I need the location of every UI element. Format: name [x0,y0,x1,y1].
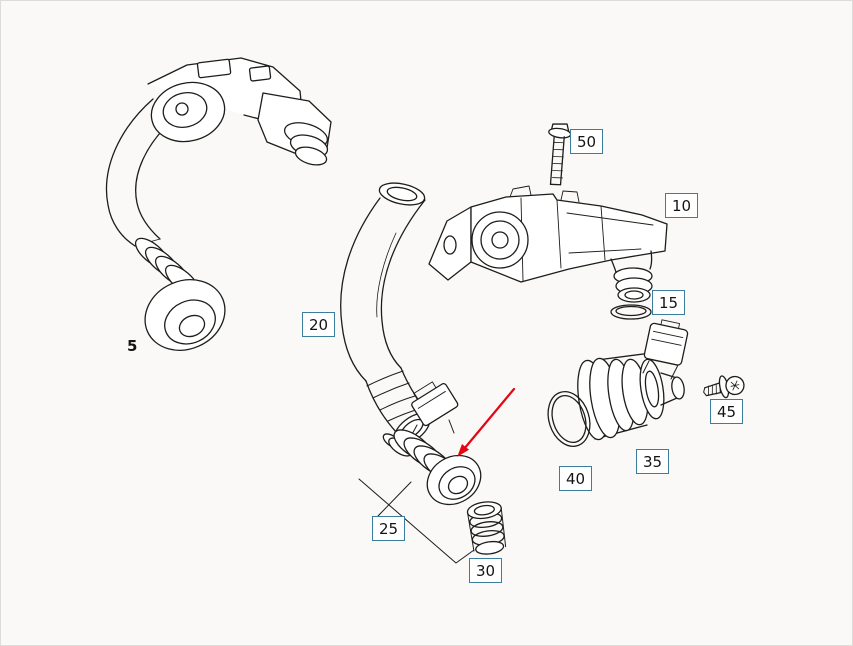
callout-25[interactable]: 25 [372,516,405,541]
part-10-vent-housing [428,185,668,303]
part-5-breather-assembly [105,57,332,351]
callout-35[interactable]: 35 [636,449,669,474]
callout-5[interactable]: 5 [127,336,138,355]
part-45-screw [703,375,745,399]
callout-20[interactable]: 20 [302,312,335,337]
callout-15[interactable]: 15 [652,290,685,315]
callout-10[interactable]: 10 [665,193,698,218]
part-30-grommet [466,501,507,555]
part-15-sealing-ring [610,304,652,320]
pointer-arrow [457,387,516,457]
callout-50[interactable]: 50 [570,129,603,154]
callout-30[interactable]: 30 [469,558,502,583]
callout-40[interactable]: 40 [559,466,592,491]
part-35-valve [577,319,689,441]
part-50-bolt [548,123,572,186]
part-40-o-ring [547,391,591,447]
part-25-elbow-connector [382,381,482,506]
callout-45[interactable]: 45 [710,399,743,424]
leader-lines [358,478,475,564]
